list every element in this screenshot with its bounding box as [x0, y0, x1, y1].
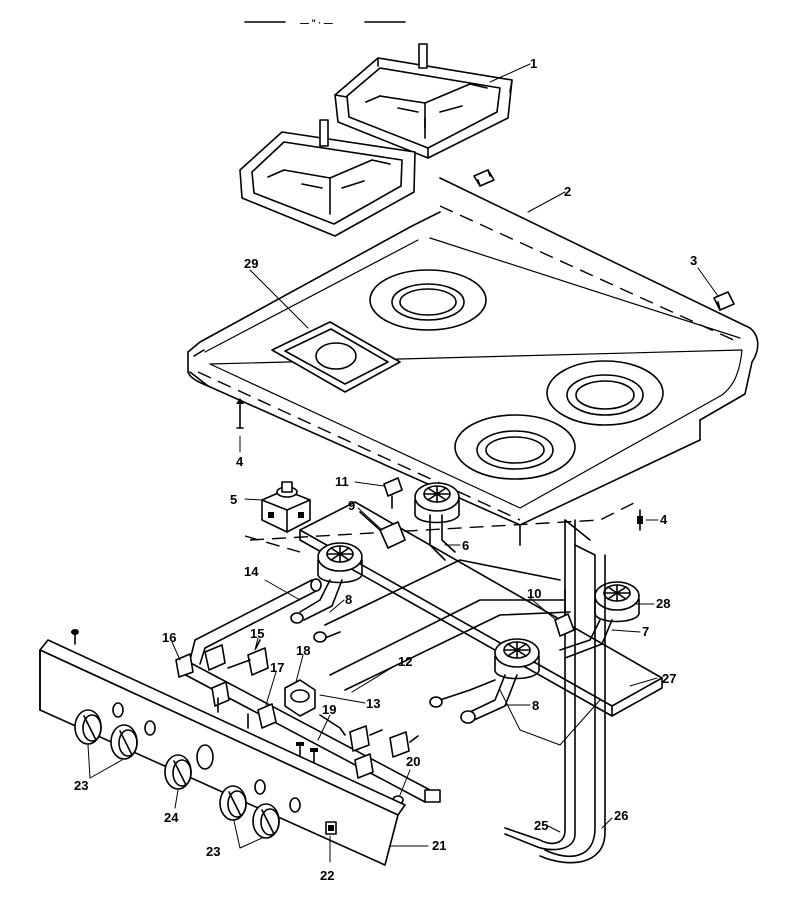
callout-23-right: 23	[206, 844, 220, 859]
pressure-regulator	[261, 481, 311, 533]
header-fragment: — " · —	[244, 18, 406, 28]
callout-10: 10	[527, 586, 541, 601]
burner-bowl-front	[454, 414, 576, 480]
valve-15	[227, 639, 269, 676]
callout-8-left: 8	[345, 592, 352, 607]
callout-21: 21	[432, 838, 446, 853]
gas-tube-12	[313, 559, 571, 691]
valve-right-group	[349, 725, 419, 779]
burner-bowl-back	[369, 269, 487, 331]
ignition-wire	[499, 689, 601, 746]
callout-2: 2	[564, 184, 571, 199]
burner-grate-1	[334, 43, 513, 159]
callout-4-right: 4	[660, 512, 668, 527]
callout-6: 6	[462, 538, 469, 553]
callout-9: 9	[348, 498, 355, 513]
callout-17: 17	[270, 660, 284, 675]
burner-tube-6	[429, 514, 456, 561]
cooktop-main-top	[187, 177, 759, 546]
callout-4-left: 4	[236, 454, 244, 469]
burner-tube-8-front	[429, 674, 518, 724]
callout-29: 29	[244, 256, 258, 271]
screw-4-left	[236, 398, 244, 429]
burner-tube-7	[559, 619, 613, 659]
callout-5: 5	[230, 492, 237, 507]
burner-head-front	[494, 638, 540, 680]
callout-18: 18	[296, 643, 310, 658]
knob-23-a	[74, 709, 102, 745]
clip-11	[383, 477, 403, 509]
burner-bowl-right	[546, 360, 664, 426]
burner-head-right	[594, 581, 640, 623]
callout-24: 24	[164, 810, 179, 825]
callout-25: 25	[534, 818, 548, 833]
bracket-9	[359, 511, 406, 549]
knob-23-c	[219, 785, 247, 821]
callout-labels: 1 2 3 4 4 5 6 7 8 8 9 10 11 12 13 14 15 …	[74, 56, 697, 883]
callout-1: 1	[530, 56, 537, 71]
knob-23-b	[110, 724, 138, 760]
valve-17	[211, 681, 277, 729]
burner-tube-8-left	[290, 579, 343, 624]
callout-19: 19	[322, 702, 336, 717]
callout-22: 22	[320, 868, 334, 883]
callout-8-front: 8	[532, 698, 539, 713]
burner-head-back	[414, 482, 460, 524]
clip-3-rear	[473, 169, 495, 187]
knob-23-d	[252, 803, 280, 839]
callout-23-left: 23	[74, 778, 88, 793]
screw-4-right	[637, 509, 643, 531]
control-panel	[39, 629, 406, 866]
square-burner-pan	[271, 321, 401, 393]
panel-holes	[112, 702, 301, 813]
callout-15: 15	[250, 626, 264, 641]
switch-22	[325, 821, 337, 835]
callout-12: 12	[398, 654, 412, 669]
callout-26: 26	[614, 808, 628, 823]
callout-3: 3	[690, 253, 697, 268]
burner-grate-2	[239, 119, 416, 237]
knob-24	[164, 754, 192, 790]
callout-27: 27	[662, 671, 676, 686]
clip-10	[554, 589, 575, 637]
header-fragment-text: — " · —	[300, 18, 333, 28]
gas-tube-26	[539, 519, 606, 864]
callout-7: 7	[642, 624, 649, 639]
callout-14: 14	[244, 564, 259, 579]
callout-13: 13	[366, 696, 380, 711]
callout-16: 16	[162, 630, 176, 645]
gas-tube-25	[504, 519, 576, 851]
gas-tube-14	[189, 578, 322, 665]
clip-3-side	[713, 291, 735, 311]
hidden-line-mid	[249, 499, 641, 541]
burner-head-left	[317, 542, 363, 584]
valve-18	[284, 679, 316, 717]
screw-near-panel	[217, 697, 249, 729]
leader-lines	[87, 63, 719, 863]
callout-11: 11	[335, 474, 349, 489]
callout-28: 28	[656, 596, 670, 611]
callout-20: 20	[406, 754, 420, 769]
hidden-line-left	[244, 535, 301, 553]
